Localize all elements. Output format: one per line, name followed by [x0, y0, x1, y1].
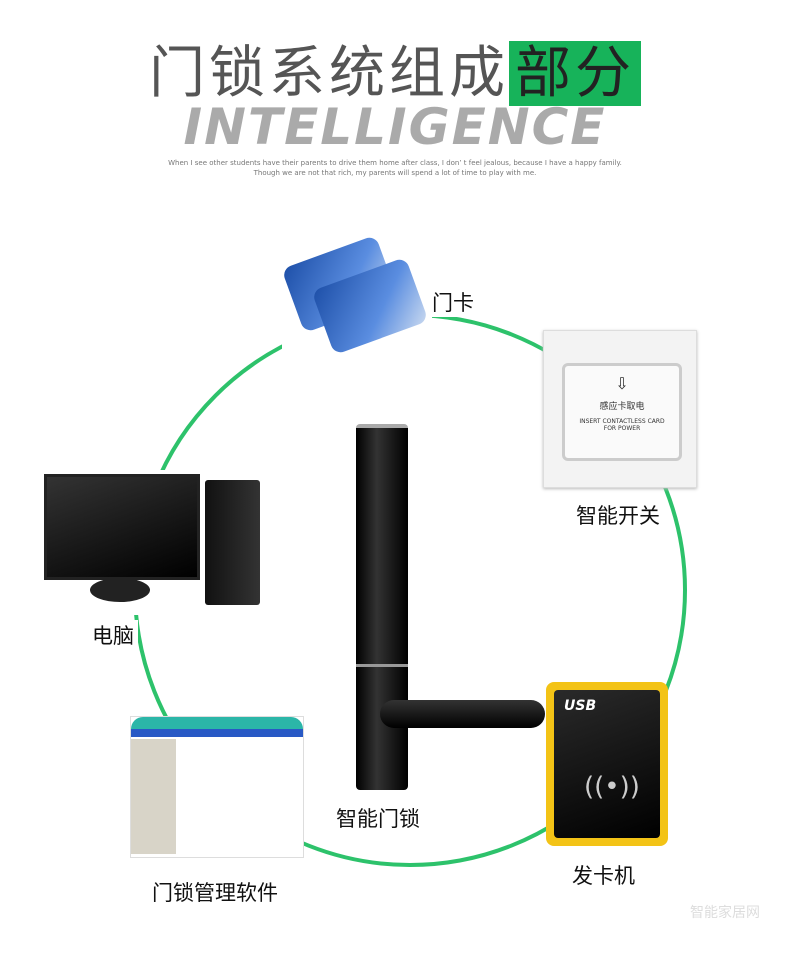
quote: When I see other students have their par… [0, 158, 790, 178]
arrow-down-icon: ⇩ [615, 374, 629, 393]
pc-tower [205, 480, 260, 605]
lock-handle [380, 700, 545, 728]
software-screenshot [130, 716, 304, 858]
switch-text-en2: FOR POWER [603, 425, 641, 432]
nfc-icon: ((•)) [584, 772, 640, 802]
subtitle: INTELLIGENCE [183, 98, 607, 156]
card-encoder: USB ((•)) [546, 682, 668, 846]
switch-text-cn: 感应卡取电 [599, 402, 645, 412]
usb-logo: USB [564, 698, 597, 714]
title-highlight: 部分 [509, 41, 641, 106]
quote-line-1: When I see other students have their par… [168, 159, 622, 167]
title-main: 门锁系统组成 [149, 41, 509, 106]
label-lock: 智能门锁 [332, 803, 424, 833]
quote-line-2: Though we are not that rich, my parents … [253, 169, 537, 177]
switch-text-en1: INSERT CONTACTLESS CARD [579, 418, 665, 425]
software-sidebar [131, 739, 176, 854]
card-group [281, 232, 432, 382]
power-switch: ⇩ 感应卡取电 INSERT CONTACTLESS CARD FOR POWE… [543, 330, 697, 488]
computer [40, 470, 270, 615]
label-computer: 电脑 [88, 620, 138, 650]
label-encoder: 发卡机 [568, 860, 639, 890]
watermark: 智能家居网 [690, 905, 760, 921]
label-switch: 智能开关 [572, 500, 664, 530]
label-software: 门锁管理软件 [148, 877, 282, 907]
smart-lock [356, 424, 408, 790]
monitor-stand [90, 578, 150, 602]
monitor [44, 474, 200, 580]
page-title: 门锁系统组成部分 [0, 28, 790, 109]
label-card: 门卡 [428, 287, 478, 317]
